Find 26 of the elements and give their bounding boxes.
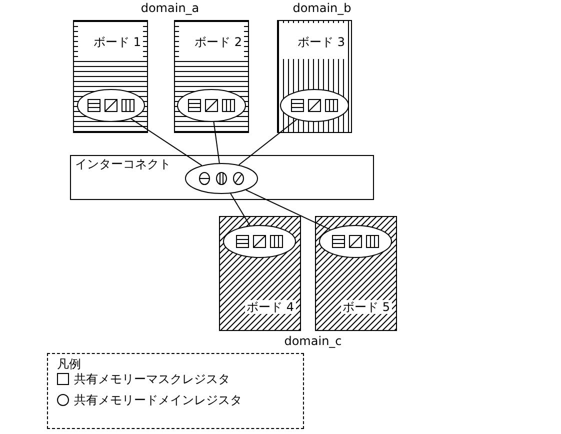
register-oval bbox=[177, 89, 246, 122]
board bbox=[174, 20, 249, 133]
interconnect-box bbox=[70, 155, 374, 200]
board-label: ボード 3 bbox=[296, 35, 347, 49]
connector-line bbox=[213, 121, 220, 164]
register-oval bbox=[77, 89, 145, 122]
legend-text: 共有メモリードメインレジスタ bbox=[74, 393, 242, 407]
register-oval bbox=[280, 89, 349, 122]
legend-text: 共有メモリーマスクレジスタ bbox=[74, 372, 230, 386]
board-label: ボード 2 bbox=[192, 35, 244, 49]
board-label: ボード 1 bbox=[92, 35, 143, 49]
legend-title: 凡例 bbox=[57, 357, 81, 371]
board-label: ボード 5 bbox=[340, 300, 392, 314]
connector-line bbox=[245, 190, 331, 230]
domain-label: domain_a bbox=[140, 1, 200, 15]
board bbox=[315, 216, 397, 331]
board bbox=[73, 20, 148, 133]
board bbox=[277, 20, 352, 133]
connector-line bbox=[230, 193, 250, 226]
domain-label: domain_c bbox=[284, 334, 342, 348]
register-oval bbox=[319, 225, 392, 258]
board-label: ボード 4 bbox=[244, 300, 296, 314]
register-oval bbox=[185, 163, 258, 194]
board bbox=[219, 216, 301, 331]
domain-label: domain_b bbox=[292, 1, 352, 15]
register-oval bbox=[223, 225, 296, 258]
